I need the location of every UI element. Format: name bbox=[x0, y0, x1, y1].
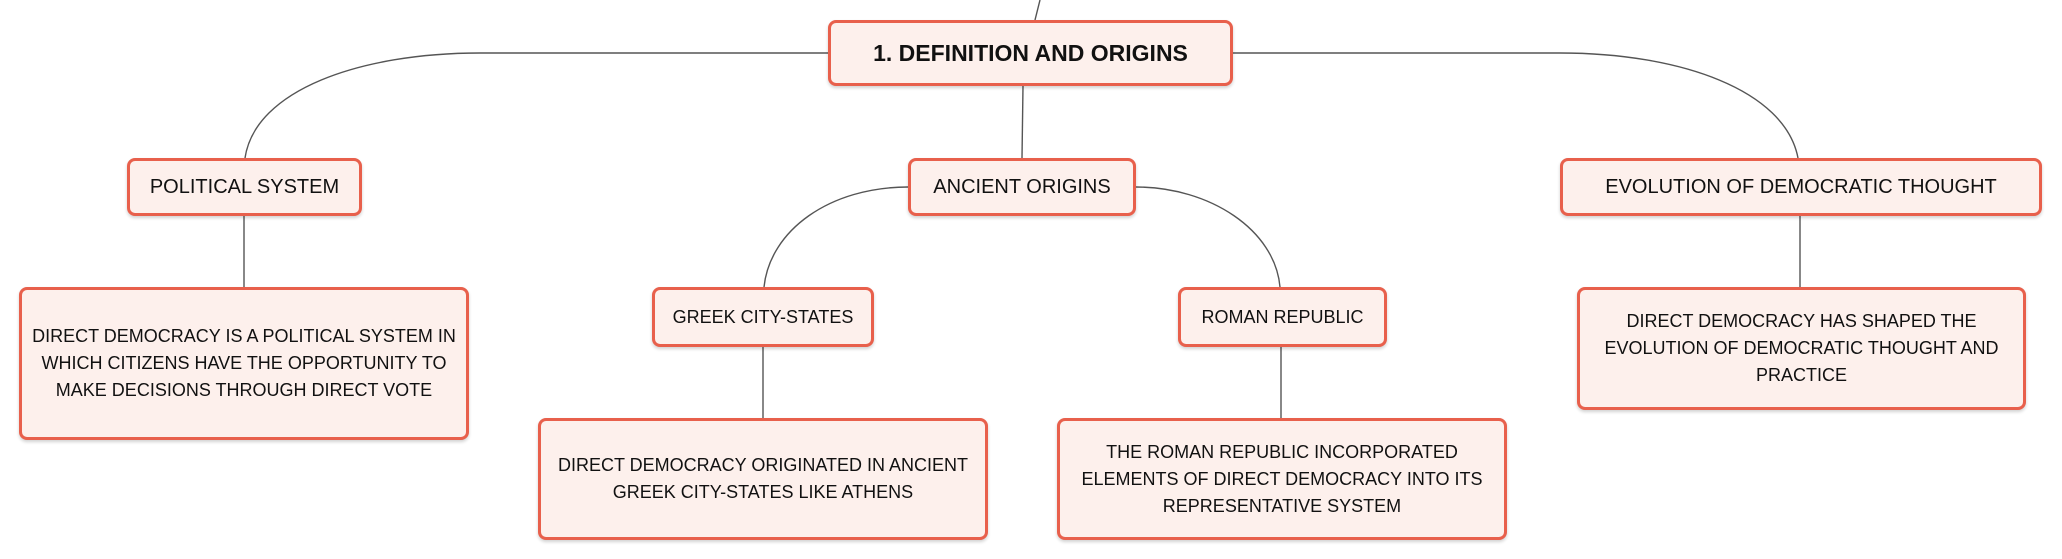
connector-root-evolution bbox=[1233, 52, 1799, 159]
political-system-detail-node[interactable]: DIRECT DEMOCRACY IS A POLITICAL SYSTEM I… bbox=[19, 287, 469, 440]
greek-detail-text: DIRECT DEMOCRACY ORIGINATED IN ANCIENT G… bbox=[557, 455, 969, 502]
evolution-detail-text: DIRECT DEMOCRACY HAS SHAPED THE EVOLUTIO… bbox=[1604, 311, 1999, 385]
root-label: 1. DEFINITION AND ORIGINS bbox=[873, 39, 1188, 66]
political-system-detail-text: DIRECT DEMOCRACY IS A POLITICAL SYSTEM I… bbox=[32, 326, 456, 400]
political-system-label: POLITICAL SYSTEM bbox=[149, 175, 340, 198]
connector-root-ancient bbox=[1021, 85, 1024, 159]
roman-republic-label: ROMAN REPUBLIC bbox=[1201, 306, 1364, 327]
root-node[interactable]: 1. DEFINITION AND ORIGINS bbox=[828, 20, 1233, 86]
connector-incoming-root bbox=[1034, 0, 1041, 21]
greek-city-states-node[interactable]: GREEK CITY-STATES bbox=[652, 287, 874, 347]
connector-ancient-roman bbox=[1135, 186, 1281, 288]
ancient-origins-node[interactable]: ANCIENT ORIGINS bbox=[908, 158, 1136, 216]
roman-detail-node[interactable]: THE ROMAN REPUBLIC INCORPORATED ELEMENTS… bbox=[1057, 418, 1507, 540]
evolution-node[interactable]: EVOLUTION OF DEMOCRATIC THOUGHT bbox=[1560, 158, 2042, 216]
roman-detail-text: THE ROMAN REPUBLIC INCORPORATED ELEMENTS… bbox=[1081, 441, 1483, 516]
greek-detail-node[interactable]: DIRECT DEMOCRACY ORIGINATED IN ANCIENT G… bbox=[538, 418, 988, 540]
evolution-detail-node[interactable]: DIRECT DEMOCRACY HAS SHAPED THE EVOLUTIO… bbox=[1577, 287, 2026, 410]
ancient-origins-label: ANCIENT ORIGINS bbox=[933, 175, 1111, 198]
roman-republic-node[interactable]: ROMAN REPUBLIC bbox=[1178, 287, 1387, 347]
connector-ancient-greek bbox=[763, 186, 909, 288]
greek-city-states-label: GREEK CITY-STATES bbox=[672, 306, 854, 327]
political-system-node[interactable]: POLITICAL SYSTEM bbox=[127, 158, 362, 216]
evolution-label: EVOLUTION OF DEMOCRATIC THOUGHT bbox=[1605, 175, 1997, 198]
connector-root-political bbox=[244, 52, 828, 159]
